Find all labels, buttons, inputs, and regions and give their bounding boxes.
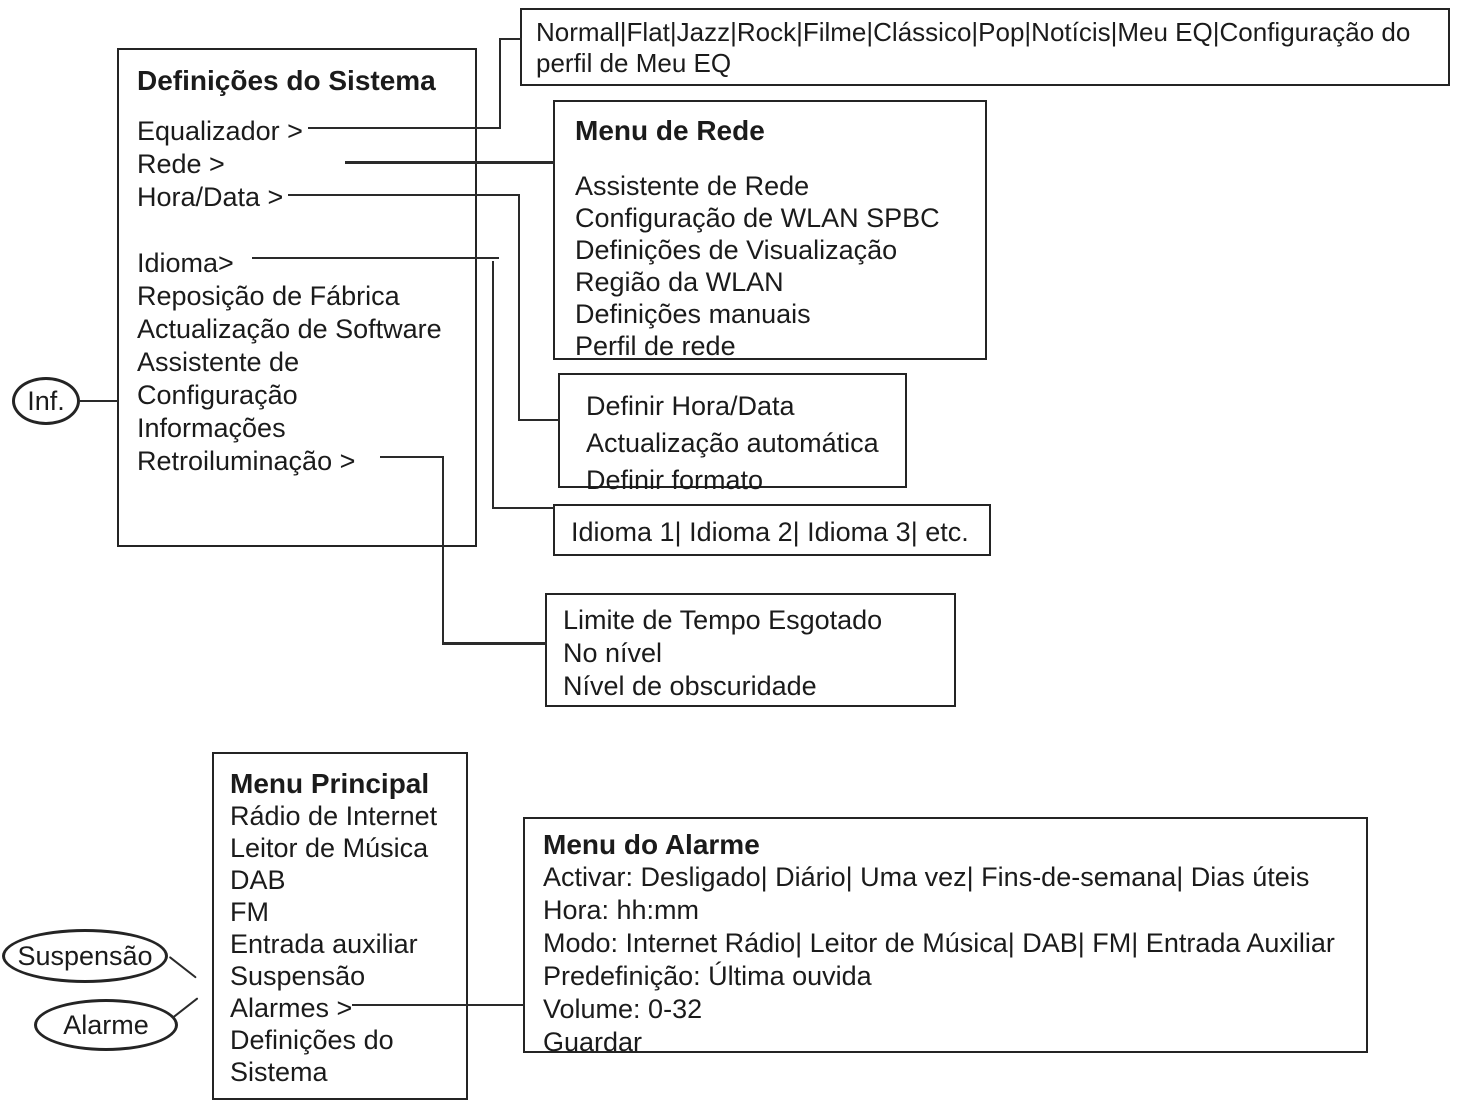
menu-item-predefinicao: Predefinição: Última ouvida [543, 961, 872, 991]
menu-item-assistente-rede: Assistente de Rede [575, 171, 810, 201]
connector-sleep-hook [168, 956, 197, 979]
menu-item-retroiluminacao: Retroiluminação > [137, 446, 356, 476]
menu-item-definicoes-do: Definições do [230, 1025, 394, 1055]
menu-item-hora: Hora: hh:mm [543, 895, 700, 925]
menu-item-assistente: Assistente de [137, 347, 300, 377]
connector-retroiluminacao-horizontal [380, 456, 444, 458]
alarm-oval-label: Alarme [63, 1009, 149, 1040]
info-oval-label: Inf. [27, 385, 65, 416]
connector-hora-entry [518, 419, 560, 421]
sleep-oval-label: Suspensão [17, 940, 153, 971]
connector-equalizer-vertical [499, 38, 501, 129]
connector-retroiluminacao-vertical [442, 456, 444, 644]
connector-equalizer-horizontal [308, 127, 501, 129]
info-oval: Inf. [12, 377, 80, 425]
menu-item-reposicao: Reposição de Fábrica [137, 281, 400, 311]
menu-item-no-nivel: No nível [563, 638, 663, 668]
menu-item-suspensao: Suspensão [230, 961, 366, 991]
alarm-oval: Alarme [34, 999, 178, 1051]
backlight-menu-box: Limite de Tempo Esgotado No nível Nível … [545, 593, 956, 707]
connector-hora-horizontal [288, 194, 520, 196]
menu-item-definir-formato: Definir formato [586, 465, 764, 495]
menu-item-leitor-musica: Leitor de Música [230, 833, 429, 863]
equalizer-options-text: Normal|Flat|Jazz|Rock|Filme|Clássico|Pop… [536, 17, 1411, 78]
menu-item-idioma: Idioma> [137, 248, 234, 278]
connector-idioma-horizontal [252, 257, 499, 259]
connector-idioma-entry [492, 507, 555, 509]
connector-hora-vertical [518, 194, 520, 421]
menu-item-configuracao: Configuração [137, 380, 298, 410]
menu-item-activar: Activar: Desligado| Diário| Uma vez| Fin… [543, 862, 1310, 892]
system-settings-title: Definições do Sistema [137, 65, 436, 96]
network-menu-title: Menu de Rede [575, 115, 765, 146]
menu-item-wlan-spbc: Configuração de WLAN SPBC [575, 203, 940, 233]
menu-item-fm: FM [230, 897, 269, 927]
alarm-menu-title: Menu do Alarme [543, 829, 760, 860]
menu-item-nivel-obscuridade: Nível de obscuridade [563, 671, 817, 701]
time-date-menu-box: Definir Hora/Data Actualização automátic… [558, 373, 907, 495]
connector-equalizer-top [499, 38, 522, 40]
menu-item-informacoes: Informações [137, 413, 286, 443]
menu-item-volume: Volume: 0-32 [543, 994, 703, 1024]
menu-item-alarmes: Alarmes > [230, 993, 353, 1023]
menu-item-entrada-auxiliar: Entrada auxiliar [230, 929, 418, 959]
menu-item-perfil-rede: Perfil de rede [575, 331, 736, 361]
language-options-box: Idioma 1| Idioma 2| Idioma 3| etc. [553, 504, 991, 556]
menu-item-rede: Rede > [137, 149, 225, 179]
menu-item-radio-internet: Rádio de Internet [230, 801, 438, 831]
equalizer-options-box: Normal|Flat|Jazz|Rock|Filme|Clássico|Pop… [520, 8, 1450, 86]
main-menu-title: Menu Principal [230, 768, 430, 799]
connector-info-dash [80, 400, 118, 402]
alarm-menu-box: Menu do Alarme Activar: Desligado| Diári… [523, 817, 1368, 1057]
menu-item-hora-data: Hora/Data > [137, 182, 284, 212]
connector-retroiluminacao-entry [442, 642, 547, 645]
connector-alarm-hook [172, 997, 199, 1019]
menu-item-actualizacao-automatica: Actualização automática [586, 428, 879, 458]
menu-item-dab: DAB [230, 865, 286, 895]
connector-rede [345, 161, 555, 164]
main-menu-box: Menu Principal Rádio de Internet Leitor … [212, 752, 468, 1100]
connector-idioma-vertical [492, 261, 494, 509]
menu-item-limite-tempo: Limite de Tempo Esgotado [563, 605, 883, 635]
menu-item-definir-hora: Definir Hora/Data [586, 391, 795, 421]
menu-item-sistema: Sistema [230, 1057, 328, 1087]
menu-item-guardar: Guardar [543, 1027, 643, 1057]
menu-item-definicoes-manuais: Definições manuais [575, 299, 811, 329]
menu-item-actualizacao: Actualização de Software [137, 314, 442, 344]
menu-item-regiao-wlan: Região da WLAN [575, 267, 784, 297]
menu-item-visualizacao: Definições de Visualização [575, 235, 898, 265]
network-menu-box: Menu de Rede Assistente de Rede Configur… [553, 100, 987, 361]
sleep-oval: Suspensão [2, 929, 168, 983]
system-settings-box: Definições do Sistema Equalizador > Rede… [117, 48, 477, 547]
menu-item-modo: Modo: Internet Rádio| Leitor de Música| … [543, 928, 1335, 958]
language-options-text: Idioma 1| Idioma 2| Idioma 3| etc. [571, 517, 969, 547]
connector-alarmes [352, 1004, 525, 1006]
menu-item-equalizador: Equalizador > [137, 116, 303, 146]
